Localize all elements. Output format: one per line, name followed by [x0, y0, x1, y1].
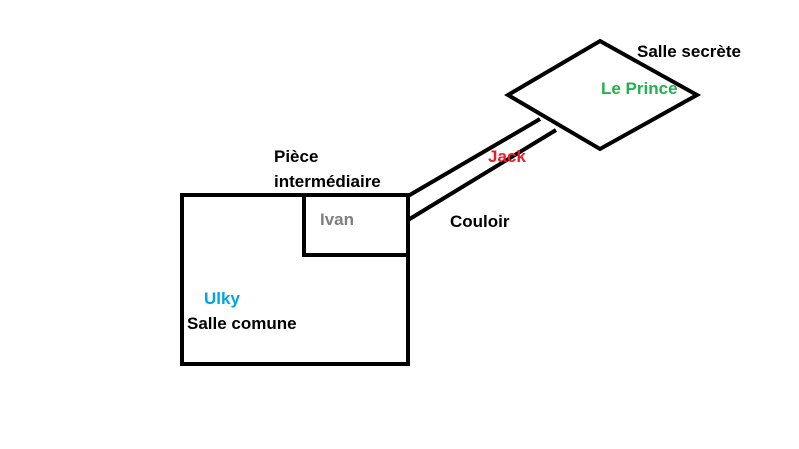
label-salle-secrete: Salle secrète — [637, 42, 741, 61]
label-ivan: Ivan — [320, 210, 355, 229]
label-jack: Jack — [488, 147, 526, 166]
couloir-wall-upper — [406, 117, 542, 198]
label-piece-line1: Pièce — [274, 147, 319, 166]
salle-comune-room — [180, 193, 410, 366]
label-le-prince: Le Prince — [601, 79, 678, 98]
salle-secrete-room — [504, 38, 702, 152]
label-salle-comune: Salle comune — [187, 314, 297, 333]
couloir-wall-lower — [406, 128, 558, 222]
piece-intermediaire-room — [302, 193, 410, 257]
label-couloir: Couloir — [450, 212, 510, 231]
label-piece-line2: intermédiaire — [274, 172, 381, 191]
label-ulky: Ulky — [204, 289, 240, 308]
